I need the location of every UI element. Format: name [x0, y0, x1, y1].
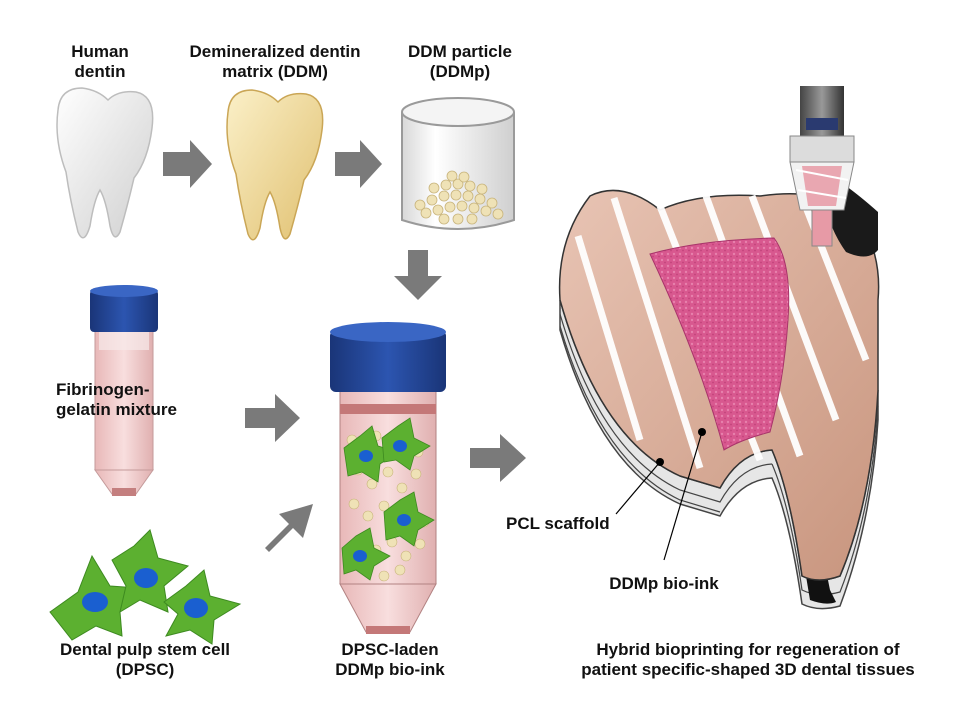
- arrow-bioink-to-print: [470, 434, 526, 482]
- stem-cell-icon: [49, 529, 242, 645]
- printed-tooth-icon: [558, 176, 880, 610]
- printer-nozzle-icon: [789, 86, 855, 247]
- arrow-particle-to-bioink: [394, 250, 442, 300]
- label-fibrinogen: Fibrinogen-gelatin mixture: [56, 380, 177, 419]
- label-ddm-particle: DDM particle(DDMp): [408, 42, 512, 81]
- leader-lines: [615, 431, 703, 561]
- label-pcl-scaffold: PCL scaffold: [506, 514, 610, 533]
- arrow-dentin-to-ddm: [163, 140, 212, 188]
- label-dpsc: Dental pulp stem cell(DPSC): [59, 640, 231, 679]
- bioink-tube-icon: [330, 322, 446, 634]
- ddm-tooth-icon: [226, 89, 324, 241]
- beaker-icon: [401, 97, 515, 230]
- pcl-pointer-dot: [656, 458, 664, 466]
- human-tooth-icon: [56, 87, 154, 239]
- tube-icon: [90, 285, 158, 496]
- label-ddmp-bioink: DDMp bio-ink: [609, 574, 719, 593]
- bioink-pointer-dot: [698, 428, 706, 436]
- arrow-dpsc-to-bioink: [265, 504, 313, 552]
- arrow-fibrinogen-to-bioink: [245, 394, 300, 442]
- arrow-ddm-to-particle: [335, 140, 382, 188]
